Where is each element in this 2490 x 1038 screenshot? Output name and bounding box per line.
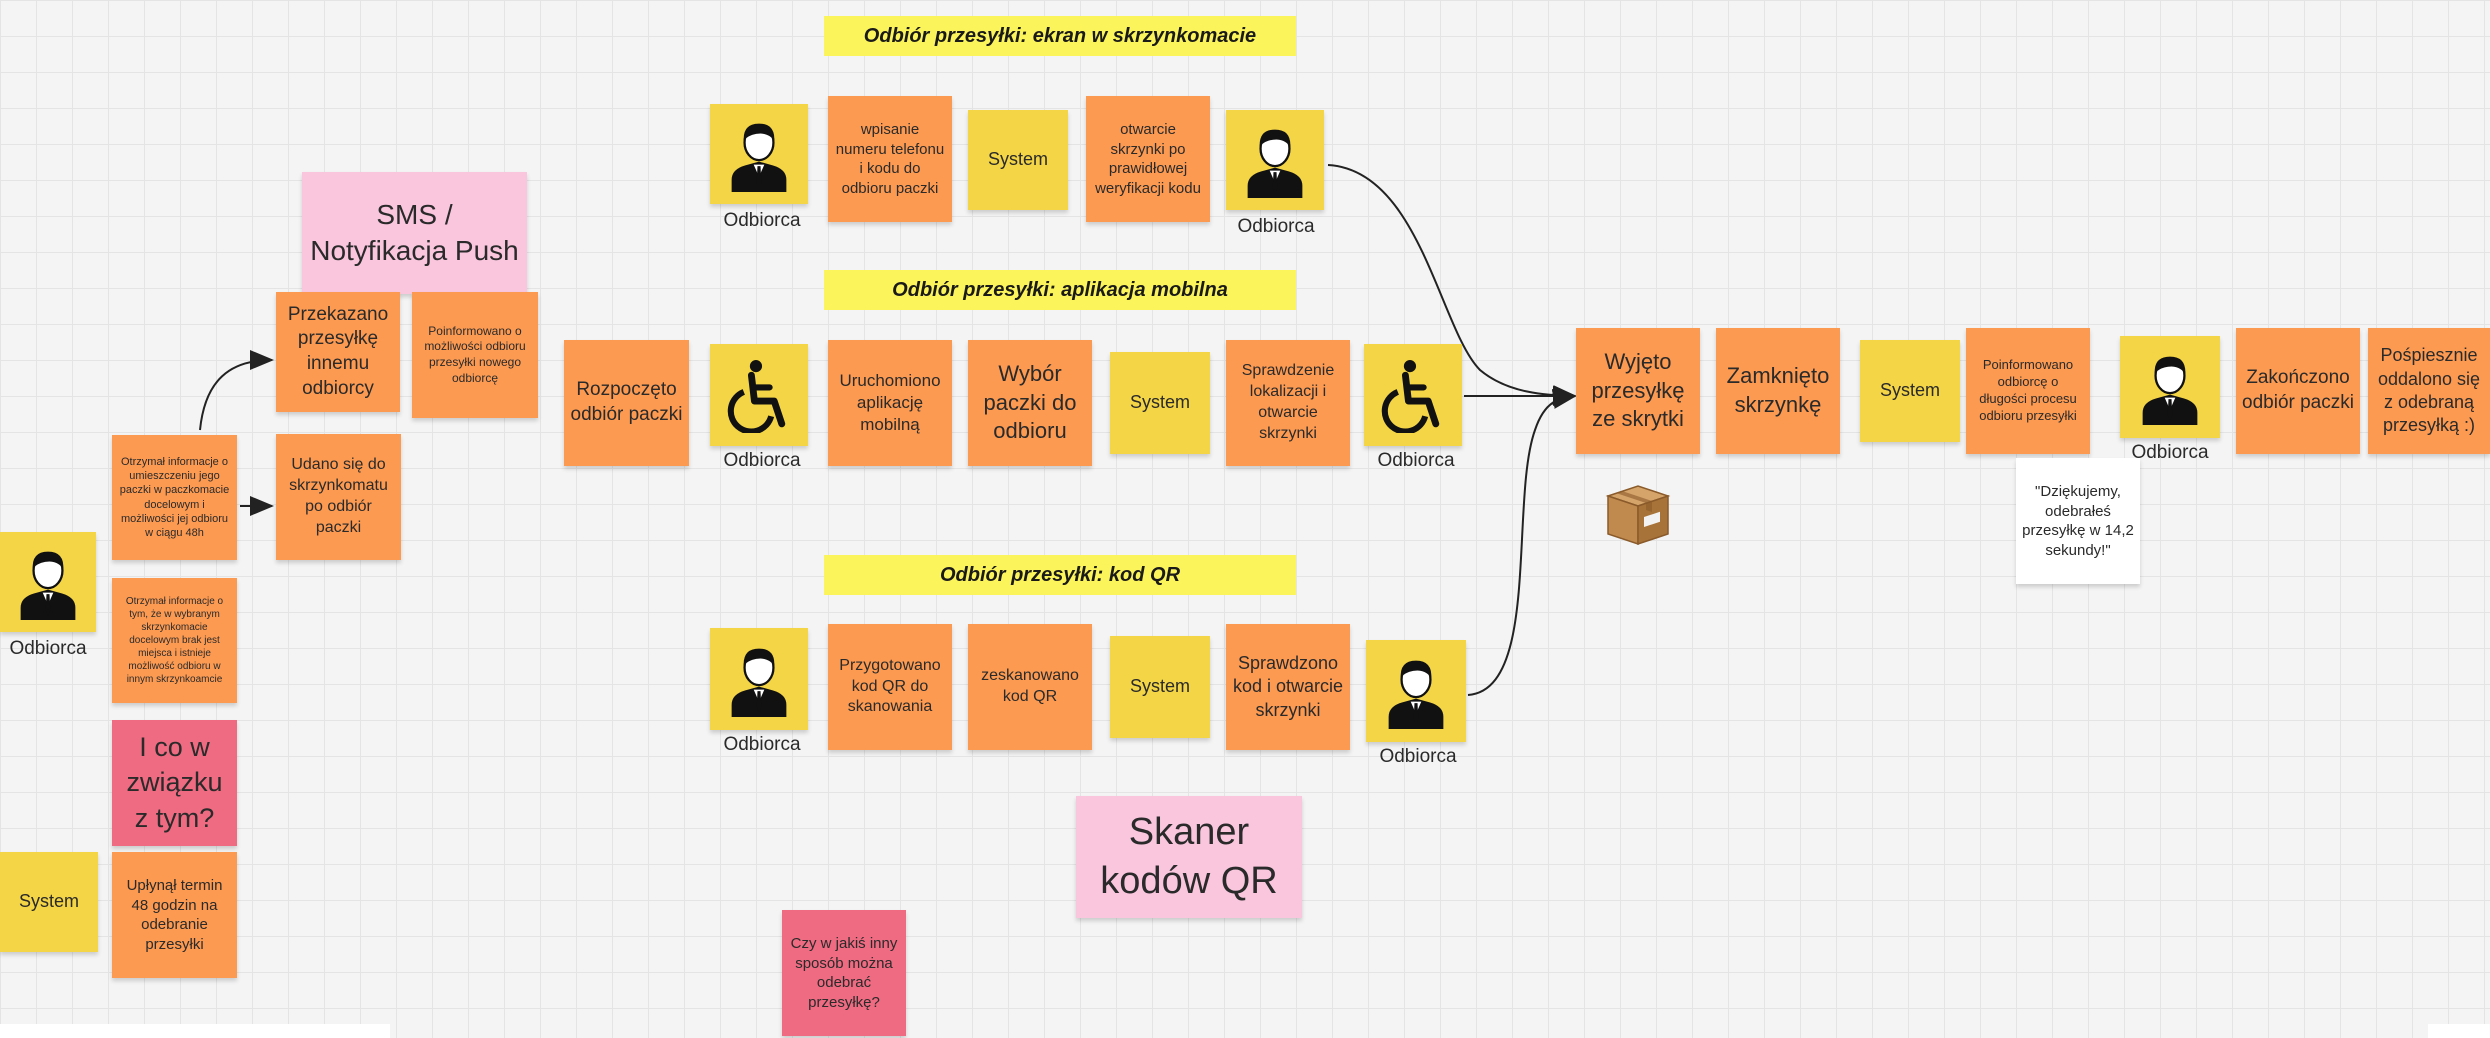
actor-ekran-start-label: Odbiorca bbox=[723, 210, 801, 231]
actor-ekran-end bbox=[1226, 110, 1324, 210]
launch-app-note: Uruchomiono aplikację mobilną bbox=[828, 340, 952, 466]
informed-new-recipient-note: Poinformowano o możliwości odbioru przes… bbox=[412, 292, 538, 418]
actor-qr-start-label: Odbiorca bbox=[723, 734, 801, 755]
no-space-note: Otrzymał informacje o tym, że w wybranym… bbox=[112, 578, 237, 703]
received-info-note: Otrzymał informacje o umieszczeniu jego … bbox=[112, 435, 237, 560]
actor-qr-start bbox=[710, 628, 808, 730]
actor-qr-end bbox=[1366, 640, 1466, 742]
actor-mobile-end bbox=[1364, 344, 1462, 446]
actor-qr-end-label: Odbiorca bbox=[1379, 746, 1457, 767]
system-qr-note: System bbox=[1110, 636, 1210, 738]
question-note: I co w związku z tym? bbox=[112, 720, 237, 846]
system-left-note: System bbox=[0, 852, 98, 952]
bottom-right-panel bbox=[2428, 1024, 2490, 1038]
finished-pickup-note: Zakończono odbiór paczki bbox=[2236, 328, 2360, 454]
enter-code-note: wpisanie numeru telefonu i kodu do odbio… bbox=[828, 96, 952, 222]
actor-ekran-end-label: Odbiorca bbox=[1237, 216, 1315, 237]
connector-qr-to-taken bbox=[1467, 388, 1577, 696]
actor-left bbox=[0, 532, 96, 632]
actor-right bbox=[2120, 336, 2220, 438]
other-way-question-note: Czy w jakiś inny sposób można odebrać pr… bbox=[782, 910, 906, 1036]
check-location-note: Sprawdzenie lokalizacji i otwarcie skrzy… bbox=[1226, 340, 1350, 466]
wheelchair-icon bbox=[1381, 360, 1440, 433]
deadline-note: Upłynął termin 48 godzin na odebranie pr… bbox=[112, 852, 237, 978]
actor-mobile-start-label: Odbiorca bbox=[723, 450, 801, 471]
informed-duration-note: Poinformowano odbiorcę o długości proces… bbox=[1966, 328, 2090, 454]
actor-ekran-start bbox=[710, 104, 808, 204]
bottom-left-panel bbox=[0, 1024, 390, 1038]
system-ekran-note: System bbox=[968, 110, 1068, 210]
person-icon bbox=[20, 551, 76, 620]
system-right-note: System bbox=[1860, 340, 1960, 442]
actor-left-label: Odbiorca bbox=[9, 638, 87, 659]
hasty-leave-note: Pośpiesznie oddalono się z odebraną prze… bbox=[2368, 328, 2490, 454]
actor-right-label: Odbiorca bbox=[2131, 442, 2209, 463]
person-icon bbox=[1247, 129, 1303, 198]
verified-code-note: Sprawdzono kod i otwarcie skrzynki bbox=[1226, 624, 1350, 750]
person-icon bbox=[731, 123, 787, 192]
start-pickup-note: Rozpoczęto odbiór paczki bbox=[564, 340, 689, 466]
open-box-note: otwarcie skrzynki po prawidłowej weryfik… bbox=[1086, 96, 1210, 222]
prepared-qr-note: Przygotowano kod QR do skanowania bbox=[828, 624, 952, 750]
connector-to-forwarded bbox=[199, 350, 274, 431]
section-header-qr: Odbiór przesyłki: kod QR bbox=[824, 555, 1296, 595]
went-to-locker-note: Udano się do skrzynkomatu po odbiór pacz… bbox=[276, 434, 401, 560]
taken-package-note: Wyjęto przesyłkę ze skrytki bbox=[1576, 328, 1700, 454]
forwarded-note: Przekazano przesyłkę innemu odbiorcy bbox=[276, 292, 400, 412]
section-header-ekran: Odbiór przesyłki: ekran w skrzynkomacie bbox=[824, 16, 1296, 56]
thanks-message-note: "Dziękujemy, odebrałeś przesyłkę w 14,2 … bbox=[2016, 458, 2140, 584]
qr-scanner-note: Skaner kodów QR bbox=[1076, 796, 1302, 918]
actor-mobile-start bbox=[710, 344, 808, 446]
closed-box-note: Zamknięto skrzynkę bbox=[1716, 328, 1840, 454]
system-mobile-note: System bbox=[1110, 352, 1210, 454]
package-icon bbox=[1604, 482, 1672, 546]
connector-ekran-to-taken bbox=[1327, 164, 1577, 406]
person-icon bbox=[731, 648, 787, 717]
wheelchair-icon bbox=[727, 360, 786, 433]
sms-notification-note: SMS / Notyfikacja Push bbox=[302, 172, 527, 294]
scanned-qr-note: zeskanowano kod QR bbox=[968, 624, 1092, 750]
person-icon bbox=[2142, 356, 2198, 425]
section-header-mobile: Odbiór przesyłki: aplikacja mobilna bbox=[824, 270, 1296, 310]
person-icon bbox=[1388, 660, 1444, 729]
actor-mobile-end-label: Odbiorca bbox=[1377, 450, 1455, 471]
choose-package-note: Wybór paczki do odbioru bbox=[968, 340, 1092, 466]
